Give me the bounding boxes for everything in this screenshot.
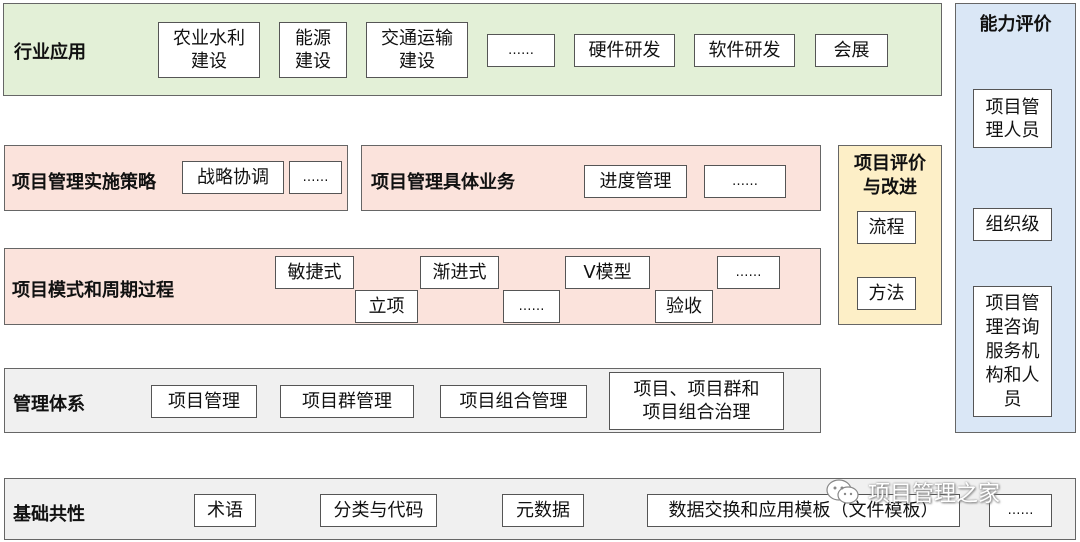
foundation-item-classification: 分类与代码 (320, 494, 437, 527)
foundation-item-metadata: 元数据 (502, 494, 584, 527)
mode-item-acceptance: 验收 (655, 290, 713, 323)
mode-item-more-2: …… (717, 256, 780, 289)
mode-label: 项目模式和周期过程 (12, 280, 174, 301)
industry-item-transport: 交通运输 建设 (366, 22, 468, 78)
industry-item-energy: 能源 建设 (279, 22, 347, 78)
capability-label: 能力评价 (979, 14, 1052, 35)
wechat-icon (826, 479, 859, 504)
mode-item-initiation: 立项 (355, 290, 418, 323)
business-item-more: …… (704, 165, 786, 198)
mode-item-incremental: 渐进式 (420, 256, 499, 289)
system-item-portfolio: 项目组合管理 (440, 385, 587, 418)
industry-label: 行业应用 (14, 42, 86, 63)
foundation-label: 基础共性 (13, 504, 85, 525)
industry-item-hardware: 硬件研发 (574, 34, 675, 67)
industry-band (3, 3, 942, 96)
evaluation-label: 项目评价 与改进 (854, 153, 926, 198)
evaluation-item-process: 流程 (857, 211, 916, 244)
industry-item-exhibition: 会展 (815, 34, 888, 67)
watermark-text: 项目管理之家 (868, 482, 1001, 507)
mode-item-v-model: V模型 (565, 256, 650, 289)
system-item-governance: 项目、项目群和 项目组合治理 (609, 372, 784, 430)
capability-item-organization: 组织级 (973, 208, 1052, 241)
industry-item-software: 软件研发 (694, 34, 795, 67)
foundation-item-terms: 术语 (194, 494, 256, 527)
capability-item-consulting: 项目管 理咨询 服务机 构和人 员 (973, 286, 1052, 417)
evaluation-item-method: 方法 (857, 277, 916, 310)
foundation-item-data-exchange: 数据交换和应用模板（文件模板） (647, 494, 960, 527)
strategy-item-coordination: 战略协调 (182, 161, 284, 194)
strategy-item-more: …… (289, 161, 342, 194)
system-item-program: 项目群管理 (280, 385, 414, 418)
mode-item-agile: 敏捷式 (275, 256, 354, 289)
strategy-label: 项目管理实施策略 (12, 172, 156, 193)
foundation-item-more: …… (989, 494, 1052, 527)
system-label: 管理体系 (13, 394, 85, 415)
industry-item-agri-water: 农业水利 建设 (158, 22, 260, 78)
industry-item-more: …… (487, 34, 555, 67)
business-item-schedule: 进度管理 (584, 165, 687, 198)
mode-item-more-1: …… (503, 290, 560, 323)
business-label: 项目管理具体业务 (371, 172, 515, 193)
watermark: 项目管理之家 (826, 476, 1000, 508)
system-item-pm: 项目管理 (151, 385, 257, 418)
capability-item-pm-staff: 项目管 理人员 (973, 89, 1052, 148)
